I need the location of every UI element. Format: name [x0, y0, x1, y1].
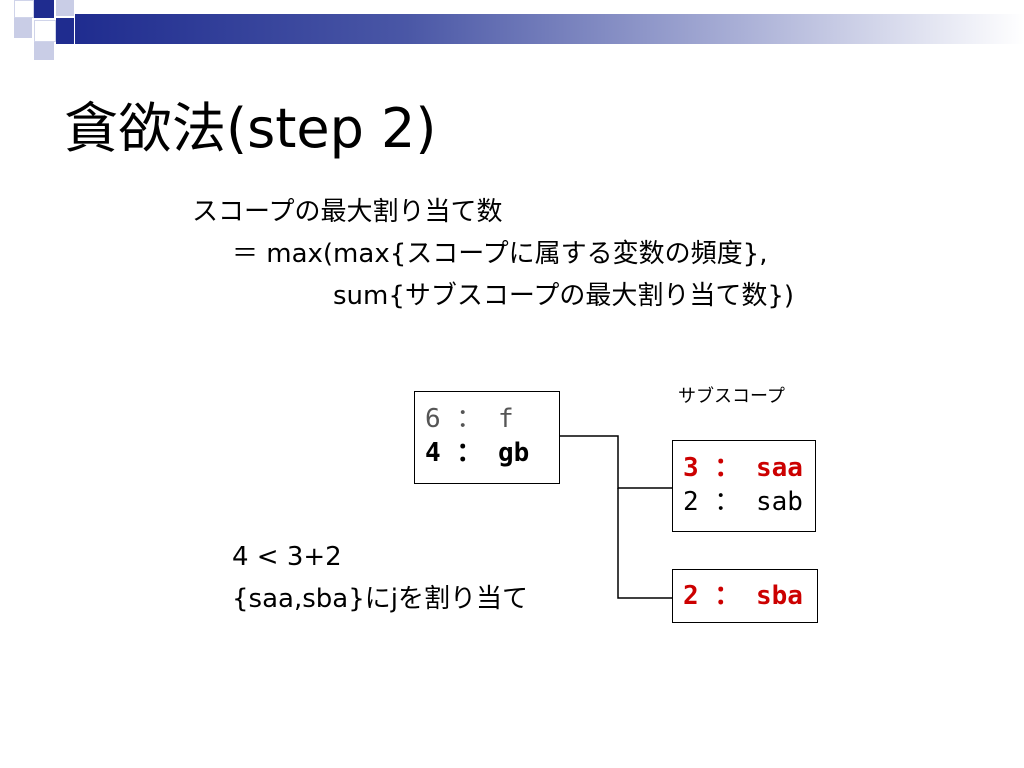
header-gradient-bar — [75, 14, 1024, 44]
subscope-2-line-1: 2 ： sba — [683, 581, 803, 611]
slide-title: 貪欲法(step 2) — [64, 97, 437, 160]
subscope-1-line-1: 3 ： saa — [683, 453, 803, 483]
formula-line-3: sum{サブスコープの最大割り当て数}) — [333, 281, 795, 311]
subscope-box-2: 2 ： sba — [672, 569, 818, 623]
subscope-box-1: 3 ： saa 2 ： sab — [672, 440, 816, 532]
note-assignment: {saa,sba}にjを割り当て — [232, 584, 528, 614]
formula-line-1: スコープの最大割り当て数 — [192, 197, 503, 227]
parent-scope-line-1: 6 ： f — [425, 404, 514, 434]
formula-line-2: ＝ max(max{スコープに属する変数の頻度}, — [232, 239, 768, 269]
parent-scope-box: 6 ： f 4 ： gb — [414, 391, 560, 484]
parent-scope-line-2: 4 ： gb — [425, 438, 530, 468]
note-comparison: 4 < 3+2 — [232, 542, 342, 572]
subscope-label: サブスコープ — [678, 386, 785, 407]
subscope-1-line-2: 2 ： sab — [683, 487, 803, 517]
